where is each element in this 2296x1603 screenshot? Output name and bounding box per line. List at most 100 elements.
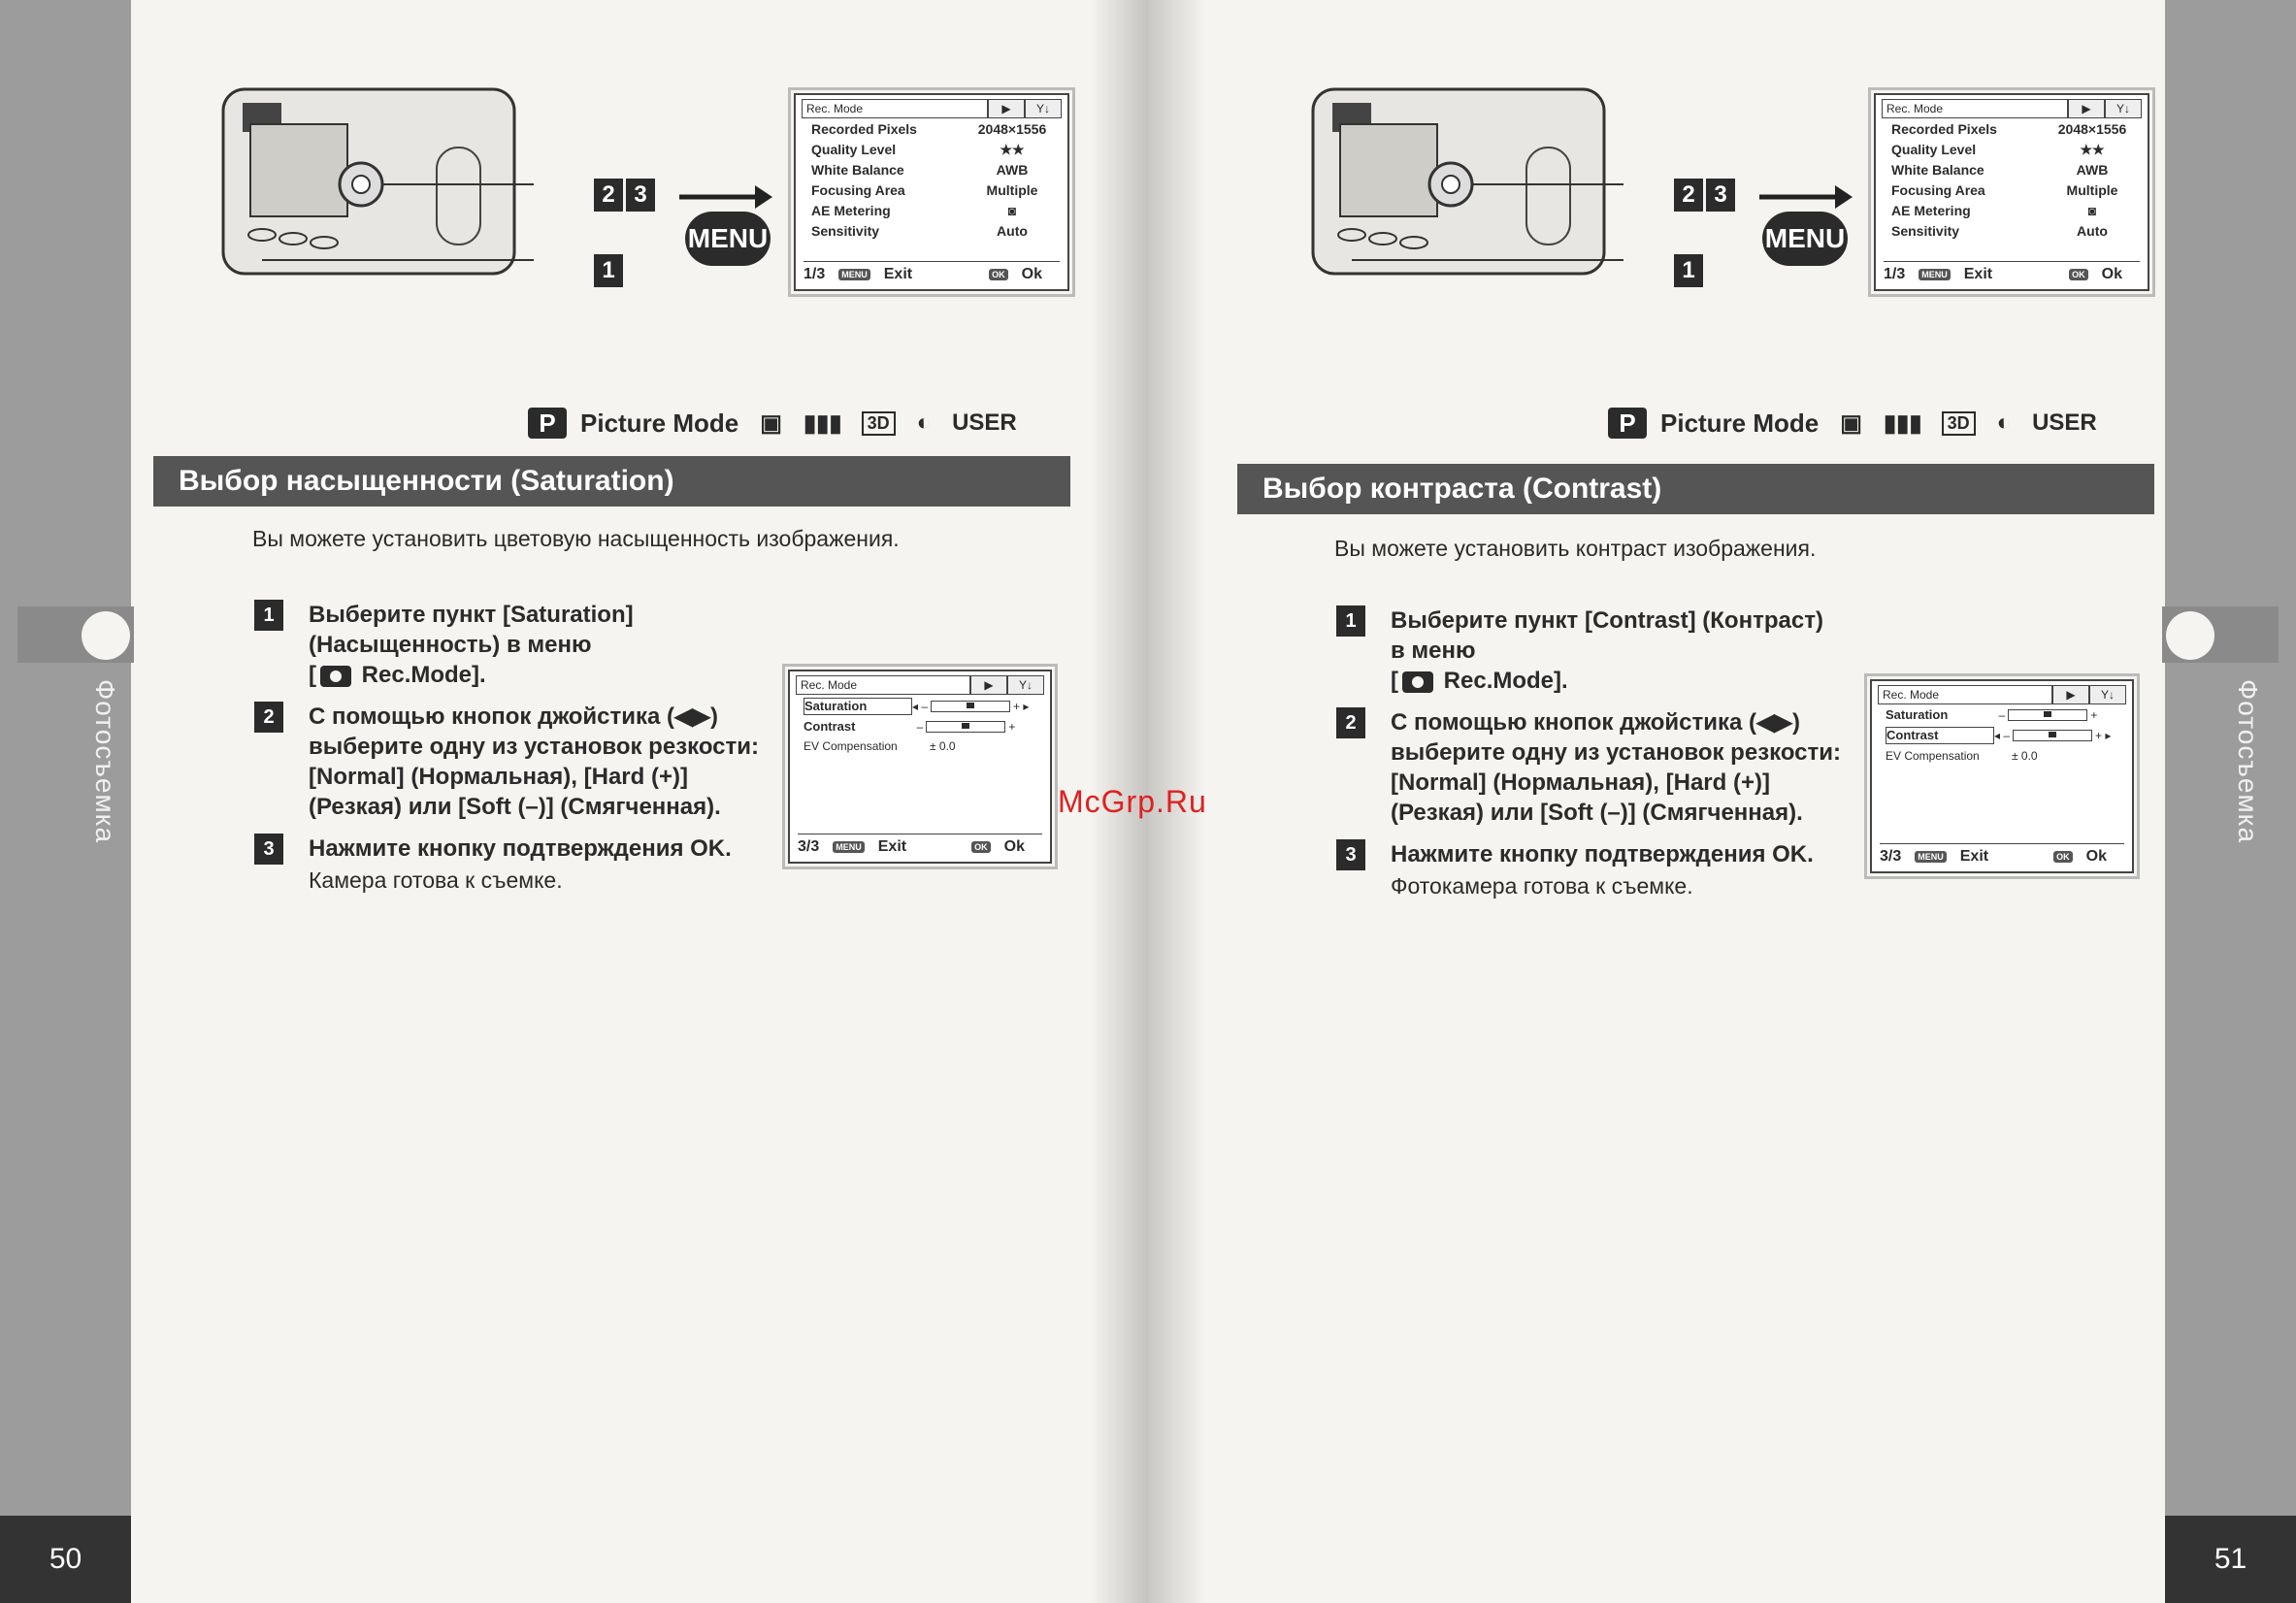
panorama-mode-icon: ▮▮▮	[1883, 409, 1922, 437]
page-number: 51	[2165, 1516, 2296, 1603]
program-mode-icon: P	[528, 408, 567, 439]
lcd-ok-label: Ok	[1021, 266, 1042, 282]
playback-icon: ▶	[988, 99, 1025, 118]
lcd-tab-rec-mode: Rec. Mode	[802, 99, 988, 118]
picture-mode-label: Picture Mode	[1660, 408, 1820, 438]
step-3: 3 Нажмите кнопку подтверждения OK.	[1336, 839, 1841, 870]
lcd-row-ev: EV Compensation ± 0.0	[1886, 749, 2038, 763]
lcd-tab-rec-mode: Rec. Mode	[1878, 685, 2052, 704]
ok-badge-icon: OK	[2069, 268, 2088, 280]
step-number: 2	[1336, 707, 1365, 738]
step-number: 1	[254, 600, 283, 631]
camera-icon	[320, 665, 351, 687]
step-note: Фотокамера готова к съемке.	[1391, 873, 1693, 899]
step-2: 2 С помощью кнопок джойстика (◀▶) выбери…	[254, 702, 759, 822]
lcd-page-indicator: 1/3	[804, 266, 826, 282]
lcd-row: Quality Level★★	[811, 142, 1025, 157]
lcd-saturation-menu: Rec. Mode ▶ Y↓ Saturation ◂ –+ ▸ Contras…	[782, 664, 1058, 869]
side-strip	[2165, 0, 2296, 1603]
callout-num: 2	[1674, 179, 1703, 212]
callout-step-1: 1	[1674, 254, 1706, 287]
picture-mode-label: Picture Mode	[580, 408, 739, 438]
lcd-row-contrast: Contrast –+	[804, 719, 1016, 734]
arrow-right-icon	[1759, 185, 1853, 209]
section-title: Выбор насыщенности (Saturation)	[153, 456, 1070, 507]
chapter-tab-circle	[82, 611, 130, 660]
intro-text: Вы можете установить контраст изображени…	[1334, 536, 1817, 561]
side-strip	[0, 0, 131, 1603]
step-number: 3	[254, 834, 283, 865]
callout-num: 1	[594, 254, 623, 287]
menu-badge-icon: MENU	[833, 840, 865, 853]
steps-list: 1 Выберите пункт [Saturation] (Насыщенно…	[254, 600, 759, 894]
callout-num: 1	[1674, 254, 1703, 287]
lcd-row-contrast: Contrast ◂ –+ ▸	[1886, 727, 2112, 744]
panorama-mode-icon: ▮▮▮	[803, 409, 842, 437]
setup-icon: Y↓	[1025, 99, 1062, 118]
callout-num: 3	[626, 179, 655, 212]
steps-list: 1 Выберите пункт [Contrast] (Контраст) в…	[1336, 605, 1841, 900]
user-mode-label: USER	[952, 409, 1017, 436]
lcd-row-ev: EV Compensation ± 0.0	[804, 739, 956, 753]
lcd-page-indicator: 3/3	[798, 838, 820, 855]
lcd-page-indicator: 3/3	[1880, 848, 1902, 865]
watermark: McGrp.Ru	[1058, 784, 1207, 819]
arrow-right-icon	[679, 185, 772, 209]
callout-num: 2	[594, 179, 623, 212]
step-number: 3	[1336, 839, 1365, 870]
camera-illustration	[221, 87, 534, 276]
mode-bar: P Picture Mode ▣ ▮▮▮ 3D ◐ USER	[1608, 408, 2097, 439]
section-title: Выбор контраста (Contrast)	[1237, 464, 2154, 514]
intro-text: Вы можете установить цветовую насыщеннос…	[252, 526, 900, 551]
setup-icon: Y↓	[2105, 99, 2142, 118]
lcd-ok-label: Ok	[2085, 848, 2107, 865]
step-3: 3 Нажмите кнопку подтверждения OK.	[254, 834, 759, 865]
page-gutter-shadow	[1148, 0, 1206, 1603]
step-number: 2	[254, 702, 283, 733]
lcd-row: AE Metering◙	[1891, 203, 2097, 218]
lcd-ok-label: Ok	[1003, 838, 1025, 855]
step-1: 1 Выберите пункт [Saturation] (Насыщенно…	[254, 600, 759, 690]
page-gutter-shadow	[1090, 0, 1148, 1603]
setup-icon: Y↓	[1007, 675, 1044, 695]
callout-num: 3	[1706, 179, 1735, 212]
chapter-label: Фотосъемка	[2233, 679, 2263, 844]
user-mode-label: USER	[2032, 409, 2097, 436]
playback-icon: ▶	[2052, 685, 2089, 704]
menu-badge-icon: MENU	[1915, 850, 1947, 863]
step-1: 1 Выберите пункт [Contrast] (Контраст) в…	[1336, 605, 1841, 696]
camera-icon	[1402, 671, 1433, 693]
chapter-label: Фотосъемка	[90, 679, 120, 844]
lcd-exit-label: Exit	[883, 266, 913, 282]
lcd-row-saturation: Saturation ◂ –+ ▸	[804, 698, 1030, 715]
menu-badge-icon: MENU	[1919, 268, 1951, 280]
step-2: 2 С помощью кнопок джойстика (◀▶) выбери…	[1336, 707, 1841, 828]
menu-button-icon: MENU	[1762, 212, 1848, 266]
ok-badge-icon: OK	[989, 268, 1008, 280]
lcd-exit-label: Exit	[877, 838, 907, 855]
camera-illustration	[1311, 87, 1624, 276]
lcd-page-indicator: 1/3	[1884, 266, 1906, 282]
playback-icon: ▶	[2068, 99, 2105, 118]
lcd-row: AE Metering◙	[811, 203, 1017, 218]
callout-step-1: 1	[594, 254, 626, 287]
mode-bar: P Picture Mode ▣ ▮▮▮ 3D ◐ USER	[528, 408, 1017, 439]
menu-button-icon: MENU	[685, 212, 771, 266]
playback-icon: ▶	[970, 675, 1007, 695]
setup-icon: Y↓	[2089, 685, 2126, 704]
